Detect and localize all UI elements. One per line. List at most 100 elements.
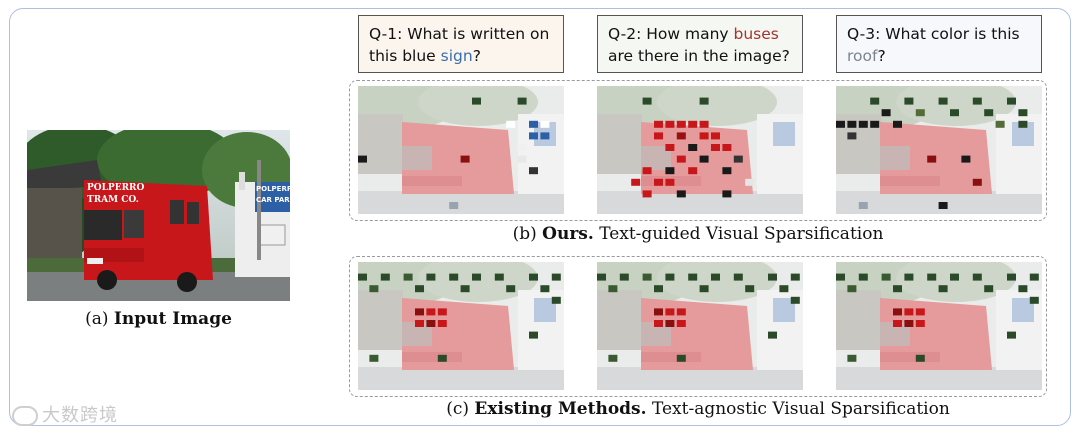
visual-token-patch (904, 308, 913, 315)
question-3-id: Q-3: (847, 25, 880, 43)
visual-token-patch (597, 274, 606, 281)
watermark-text: 大数跨境 (42, 405, 118, 426)
visual-token-patch (700, 156, 709, 163)
visual-token-patch (677, 190, 686, 197)
car-park-line-2: CAR PARK (256, 195, 290, 206)
visual-token-patch (768, 332, 777, 339)
visual-token-patch (665, 144, 674, 151)
visual-token-patch (665, 308, 674, 315)
visual-token-patch (1007, 98, 1016, 105)
visual-token-patch (1018, 121, 1027, 128)
visual-token-patch (654, 285, 663, 292)
visual-token-patch (700, 132, 709, 139)
question-3-keyword: roof (847, 47, 877, 65)
caption-b-prefix: (b) (513, 224, 537, 244)
question-box-2: Q-2: How many buses are there in the ima… (597, 15, 803, 73)
visual-token-patch (700, 121, 709, 128)
car-park-sign-text: POLPERRO CAR PARK (256, 184, 290, 206)
visual-token-patch (904, 98, 913, 105)
visual-token-patch (1030, 274, 1039, 281)
watermark-logo-icon (12, 406, 38, 426)
visual-token-patch (381, 274, 390, 281)
question-3-text: What color is this (885, 25, 1019, 43)
visual-token-patch (836, 121, 845, 128)
existing-thumb-1 (358, 262, 564, 390)
visual-token-patch (643, 98, 652, 105)
visual-token-patch (882, 274, 891, 281)
visual-token-patch (529, 132, 538, 139)
visual-token-patch (654, 179, 663, 186)
sparsified-scene (358, 262, 564, 390)
visual-token-patch (369, 355, 378, 362)
visual-token-patch (847, 121, 856, 128)
visual-token-patch (722, 144, 731, 151)
visual-token-patch (665, 274, 674, 281)
visual-token-patch (961, 156, 970, 163)
visual-token-patch (677, 320, 686, 327)
visual-token-patch (358, 156, 367, 163)
visual-token-patch (768, 274, 777, 281)
visual-token-patch (791, 297, 800, 304)
visual-token-patch (677, 121, 686, 128)
visual-token-patch (927, 274, 936, 281)
caption-a-bold: Input Image (114, 309, 232, 329)
visual-token-patch (540, 132, 549, 139)
input-image: POLPERRO TRAM CO. POLPERRO CAR PARK (27, 130, 290, 301)
bus-sign-line-1: POLPERRO (87, 182, 144, 194)
ours-thumb-1 (358, 86, 564, 214)
visual-token-patch (893, 320, 902, 327)
visual-token-patch (461, 156, 470, 163)
visual-token-patch (426, 320, 435, 327)
visual-token-patch (529, 121, 538, 128)
caption-input-image: (a) Input Image (27, 309, 290, 329)
visual-token-patch (1030, 297, 1039, 304)
question-2-id: Q-2: (608, 25, 641, 43)
visual-token-patch (449, 202, 458, 209)
sparsified-scene (597, 86, 803, 214)
visual-token-patch (950, 274, 959, 281)
watermark: 大数跨境 (12, 401, 118, 427)
question-1-keyword: sign (441, 47, 473, 65)
visual-token-patch (495, 274, 504, 281)
existing-thumb-2 (597, 262, 803, 390)
visual-token-patch (859, 202, 868, 209)
visual-token-patch (836, 274, 845, 281)
visual-token-patch (973, 179, 982, 186)
sparsified-scene (836, 86, 1042, 214)
visual-token-patch (973, 98, 982, 105)
visual-token-patch (745, 179, 754, 186)
visual-token-patch (665, 121, 674, 128)
visual-token-patch (529, 332, 538, 339)
visual-token-patch (939, 98, 948, 105)
visual-token-patch (643, 167, 652, 174)
visual-token-patch (700, 285, 709, 292)
ours-thumb-2 (597, 86, 803, 214)
visual-token-patch (870, 98, 879, 105)
visual-token-patch (608, 355, 617, 362)
visual-token-patch (893, 308, 902, 315)
caption-existing: (c) Existing Methods. Text-agnostic Visu… (349, 399, 1047, 419)
visual-token-patch (369, 285, 378, 292)
visual-token-patch (438, 308, 447, 315)
visual-token-patch (722, 167, 731, 174)
visual-token-patch (916, 109, 925, 116)
visual-token-patch (506, 285, 515, 292)
visual-token-patch (688, 121, 697, 128)
visual-token-patch (665, 167, 674, 174)
visual-token-patch (882, 109, 891, 116)
visual-token-patch (734, 156, 743, 163)
caption-a-prefix: (a) (85, 309, 108, 329)
visual-token-patch (859, 121, 868, 128)
bus-sign-line-2: TRAM CO. (87, 194, 144, 206)
visual-token-patch (700, 98, 709, 105)
sparsified-scene (358, 86, 564, 214)
visual-token-patch (665, 179, 674, 186)
visual-token-patch (472, 98, 481, 105)
visual-token-patch (654, 132, 663, 139)
visual-token-patch (916, 320, 925, 327)
question-3-end: ? (877, 47, 885, 65)
sparsified-scene (597, 262, 803, 390)
visual-token-patch (552, 297, 561, 304)
visual-token-patch (608, 285, 617, 292)
visual-token-patch (984, 285, 993, 292)
